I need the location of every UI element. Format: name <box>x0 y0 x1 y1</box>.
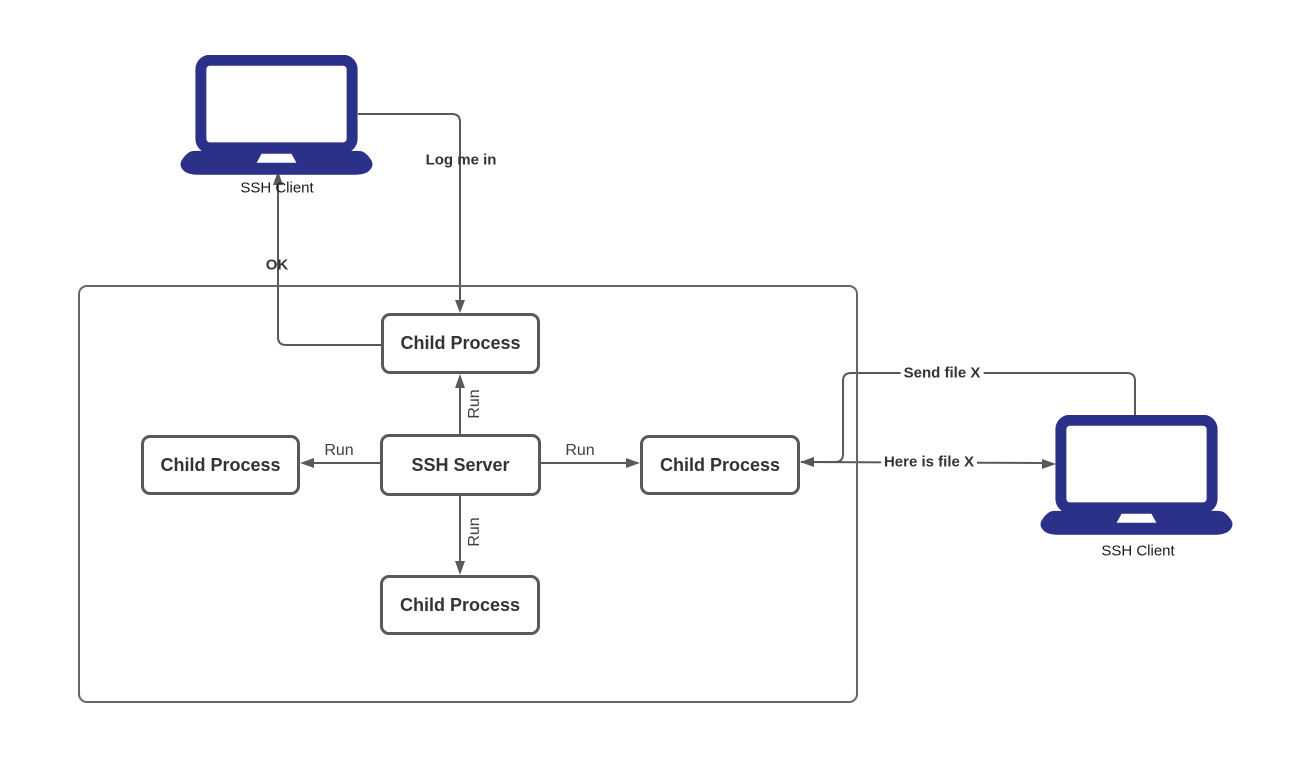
laptop-right-label: SSH Client <box>1101 542 1175 560</box>
laptop-icon-left <box>180 55 373 175</box>
edge-label-here-is-file: Here is file X <box>880 453 978 471</box>
arrowhead-here-is-file <box>1042 459 1056 469</box>
node-ssh-server: SSH Server <box>380 434 541 496</box>
arrowhead-ok <box>273 171 283 185</box>
edge-ok <box>277 184 381 346</box>
laptop-icon-right <box>1040 415 1233 535</box>
edge-label-run-left: Run <box>324 442 354 459</box>
edge-log-me-in <box>358 113 461 302</box>
edge-label-run-right: Run <box>565 442 595 459</box>
arrowhead-run-right <box>626 458 640 468</box>
arrowhead-run-down <box>455 561 465 575</box>
node-child-process-top: Child Process <box>381 313 540 374</box>
arrowhead-run-left <box>300 458 314 468</box>
laptop-left-label: SSH Client <box>240 179 314 197</box>
edge-send-file <box>813 372 1136 463</box>
edge-label-log-me-in: Log me in <box>425 151 497 169</box>
node-child-process-right: Child Process <box>640 435 800 495</box>
server-host-container <box>78 285 858 703</box>
edge-label-send-file: Send file X <box>900 364 984 382</box>
node-child-process-left: Child Process <box>141 435 300 495</box>
arrowhead-send-file <box>800 457 814 467</box>
node-child-process-bottom: Child Process <box>380 575 540 635</box>
arrowhead-log-me-in <box>455 300 465 313</box>
edge-label-run-down: Run <box>466 517 483 547</box>
edge-label-ok: OK <box>265 256 289 274</box>
arrowhead-run-up <box>455 374 465 388</box>
edge-label-run-up: Run <box>466 389 483 419</box>
